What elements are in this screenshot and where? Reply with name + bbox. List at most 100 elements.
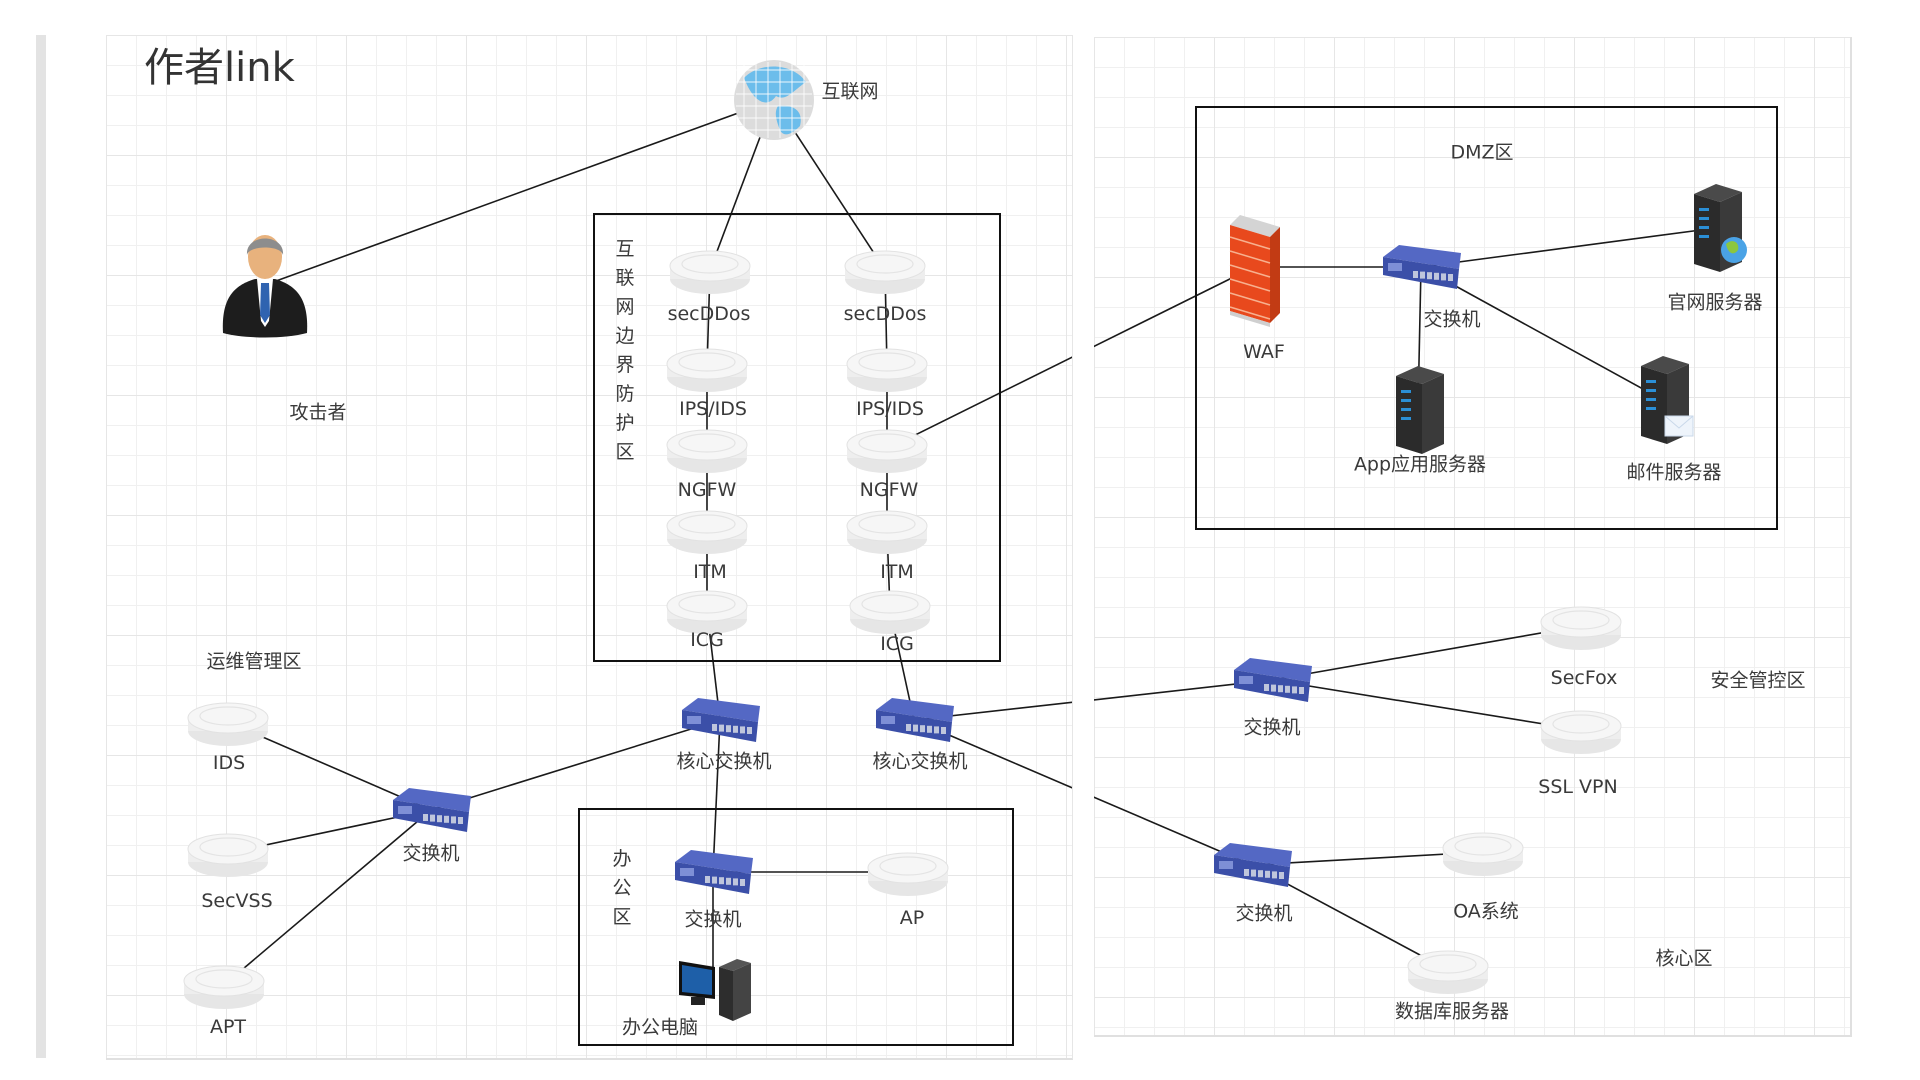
waf-node[interactable] [1229, 215, 1280, 327]
core-zone-switch-node[interactable] [1214, 843, 1292, 887]
connections-layer-right [1094, 184, 1747, 994]
sslvpn-label: SSL VPN [1538, 776, 1618, 798]
ops-switch-label: 交换机 [402, 842, 460, 865]
connection-ngfw_b-waf [1094, 266, 1255, 348]
secvss-label: SecVSS [201, 890, 273, 912]
globe-icon [734, 60, 814, 140]
connection-core_switch_b-sec_switch [1094, 679, 1273, 701]
secddos-b-label: secDDos [843, 303, 927, 325]
db-server-node[interactable] [1407, 950, 1489, 994]
author-title: 作者link [144, 45, 295, 91]
ngfw-a-label: NGFW [677, 479, 737, 501]
switch-icon [393, 788, 471, 832]
icg-a-label: ICG [690, 629, 724, 651]
office-switch-label: 交换机 [684, 908, 742, 931]
switch-icon [682, 698, 760, 742]
core-switch-b-node[interactable] [876, 698, 954, 742]
appliance-icon [1540, 710, 1622, 754]
internet-node[interactable] [734, 60, 814, 140]
icg-b-node[interactable] [849, 590, 931, 634]
appliance-icon [183, 965, 265, 1009]
icg-b-label: ICG [880, 633, 914, 655]
zone-ops-label: 运维管理区 [206, 650, 302, 673]
ipsids-a-node[interactable] [666, 348, 748, 392]
oa-node[interactable] [1442, 832, 1524, 876]
oa-label: OA系统 [1453, 900, 1519, 923]
connections-layer-left [183, 60, 1072, 1021]
ops-switch-node[interactable] [393, 788, 471, 832]
ap-label: AP [899, 907, 925, 929]
mail-server-node[interactable] [1641, 356, 1694, 444]
appliance-icon [1442, 832, 1524, 876]
appliance-icon [867, 852, 949, 896]
switch-icon [1383, 245, 1461, 289]
sidebar-scroll-strip [36, 35, 46, 1058]
secvss-node[interactable] [187, 833, 269, 877]
icg-a-node[interactable] [666, 590, 748, 634]
ids-node[interactable] [187, 702, 269, 746]
connection-ngfw_b-waf [886, 356, 1072, 450]
itm-a-label: ITM [693, 561, 727, 583]
office-pc-node[interactable] [679, 959, 751, 1021]
zone-dmz-box [1195, 106, 1778, 530]
web-server-node[interactable] [1694, 184, 1747, 272]
appliance-icon [846, 429, 928, 473]
secfox-label: SecFox [1550, 667, 1618, 689]
core-switch-a-node[interactable] [682, 698, 760, 742]
appliance-icon [666, 348, 748, 392]
appliance-icon [666, 590, 748, 634]
switch-icon [1214, 843, 1292, 887]
connection-sec_switch-sslvpn [1271, 679, 1582, 731]
secddos-a-node[interactable] [669, 250, 751, 294]
appliance-icon [844, 250, 926, 294]
sec-switch-label: 交换机 [1243, 716, 1301, 739]
zone-dmz-label: DMZ区 [1450, 141, 1514, 164]
zone-office-box [578, 808, 1014, 1046]
dmz-switch-node[interactable] [1383, 245, 1461, 289]
connection-core_switch_a-ops_switch [430, 719, 721, 811]
office-pc-label: 办公电脑 [621, 1016, 699, 1039]
ids-label: IDS [212, 752, 246, 774]
secfox-node[interactable] [1540, 606, 1622, 650]
appliance-icon [849, 590, 931, 634]
connection-attacker-internet [264, 99, 775, 286]
db-server-label: 数据库服务器 [1394, 1000, 1510, 1023]
attacker-label: 攻击者 [289, 401, 347, 424]
zone-office-label: 办公区 [612, 848, 632, 928]
app-server-node[interactable] [1396, 366, 1444, 454]
dmz-switch-label: 交换机 [1423, 308, 1481, 331]
appliance-icon [1407, 950, 1489, 994]
ngfw-a-node[interactable] [666, 429, 748, 473]
apt-node[interactable] [183, 965, 265, 1009]
switch-icon [1234, 658, 1312, 702]
secddos-b-node[interactable] [844, 250, 926, 294]
sec-switch-node[interactable] [1234, 658, 1312, 702]
connection-dmz_switch-web_server [1420, 227, 1717, 268]
person-icon [222, 235, 308, 338]
ap-node[interactable] [867, 852, 949, 896]
appliance-icon [846, 348, 928, 392]
itm-a-node[interactable] [666, 510, 748, 554]
ngfw-b-node[interactable] [846, 429, 928, 473]
connection-sec_switch-secfox [1271, 625, 1582, 681]
apt-label: APT [209, 1016, 247, 1038]
connection-core_switch_a-office_switch [712, 719, 721, 873]
sslvpn-node[interactable] [1540, 710, 1622, 754]
ipsids-b-node[interactable] [846, 348, 928, 392]
core-switch-b-label: 核心交换机 [872, 750, 968, 773]
appliance-icon [1540, 606, 1622, 650]
connection-ops_switch-apt [223, 809, 432, 986]
appliance-icon [187, 833, 269, 877]
itm-b-label: ITM [880, 561, 914, 583]
itm-b-node[interactable] [846, 510, 928, 554]
office-switch-node[interactable] [675, 850, 753, 894]
attacker-node[interactable] [222, 235, 308, 338]
app-server-label: App应用服务器 [1353, 453, 1487, 476]
desktop-pc-icon [679, 959, 751, 1021]
connection-core_switch_b-sec_switch [913, 701, 1072, 721]
mail-server-label: 邮件服务器 [1626, 461, 1722, 484]
switch-icon [876, 698, 954, 742]
ngfw-b-label: NGFW [859, 479, 919, 501]
